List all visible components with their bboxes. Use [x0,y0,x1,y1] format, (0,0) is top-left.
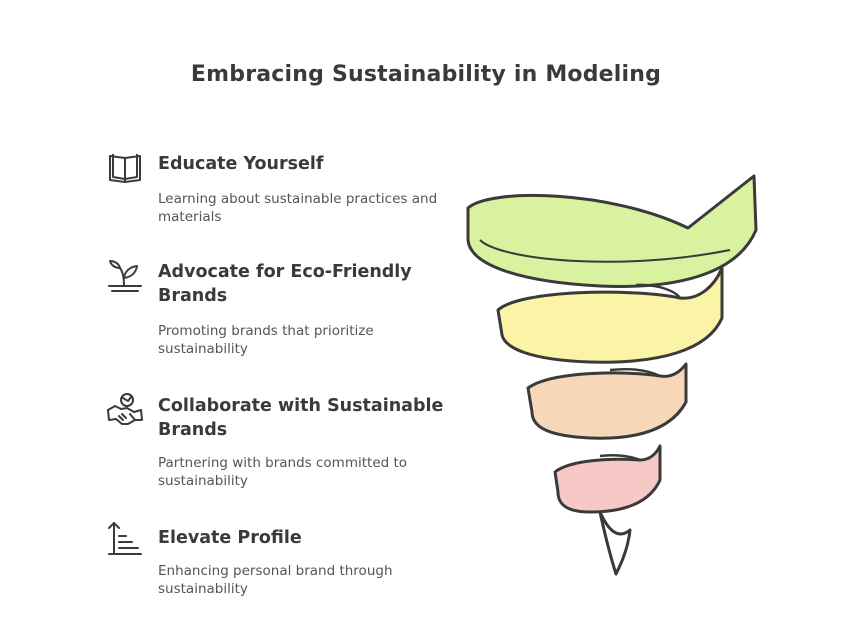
funnel-band-1 [466,174,758,288]
step-heading: Educate Yourself [158,154,324,174]
step-description: Enhancing personal brand through sustain… [158,563,393,597]
book-icon [109,154,141,183]
step-description: Promoting brands that prioritize sustain… [158,323,374,357]
step-heading: Elevate Profile [158,528,302,548]
funnel-band-2 [496,266,724,364]
funnel-band-4 [553,444,662,514]
step-heading: Collaborate with Sustainable Brands [158,396,444,440]
plant-icon [108,260,142,292]
funnel-band-3 [526,362,688,440]
step-description: Learning about sustainable practices and… [158,191,438,225]
spiral-funnel [466,174,758,576]
page-title: Embracing Sustainability in Modeling [190,62,662,87]
step-heading: Advocate for Eco-Friendly Brands [158,262,412,306]
growth-icon [108,522,142,555]
funnel-tip [598,510,632,576]
handshake-icon [107,393,143,425]
step-description: Partnering with brands committed to sust… [158,455,408,489]
